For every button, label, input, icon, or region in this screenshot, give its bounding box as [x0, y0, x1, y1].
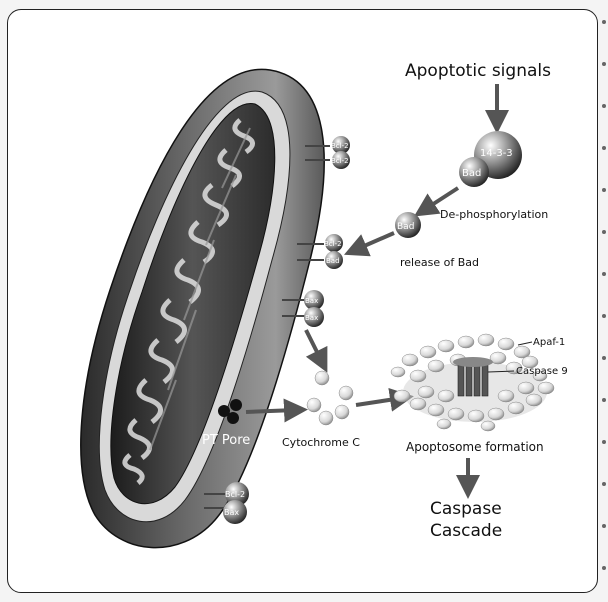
bcl2-label: Bcl-2 [324, 240, 342, 248]
mitochondrion [81, 69, 324, 547]
bax-label: Bax [305, 314, 318, 322]
14-3-3-bad-complex: 14-3-3 Bad [459, 131, 522, 187]
pore-arrow [246, 410, 296, 412]
apoptosome-formation-label: Apoptosome formation [406, 440, 544, 454]
cytochrome-c [307, 371, 353, 425]
bcl2-label: Bcl-2 [331, 157, 349, 165]
free-bad-label: Bad [397, 222, 414, 232]
apoptotic-signals-label: Apoptotic signals [405, 61, 551, 81]
bax-label: Bax [305, 297, 318, 305]
pt-pore-label: PT Pore [202, 433, 250, 448]
apaf-1-label: Apaf-1 [533, 337, 565, 348]
cascade-label: Cascade [430, 521, 502, 541]
release-of-bad-label: release of Bad [400, 256, 479, 269]
bad-arrow [355, 233, 394, 250]
dephosphorylation-label: De-phosphorylation [440, 208, 548, 221]
caspase-label: Caspase [430, 499, 502, 519]
14-3-3-label: 14-3-3 [480, 148, 513, 159]
bad-complex-label: Bad [462, 168, 481, 179]
bad-bound-label: Bad [326, 257, 340, 265]
bcl2-label: Bcl-2 [331, 142, 349, 150]
apoptosome [391, 334, 554, 431]
dephos-arrow [424, 188, 458, 210]
caspase-9-label: Caspase 9 [516, 366, 568, 377]
bcl2-label: Bcl-2 [225, 490, 245, 499]
bax-label: Bax [224, 508, 239, 517]
bax-arrow [306, 330, 322, 362]
cytochrome-c-label: Cytochrome C [282, 436, 360, 449]
